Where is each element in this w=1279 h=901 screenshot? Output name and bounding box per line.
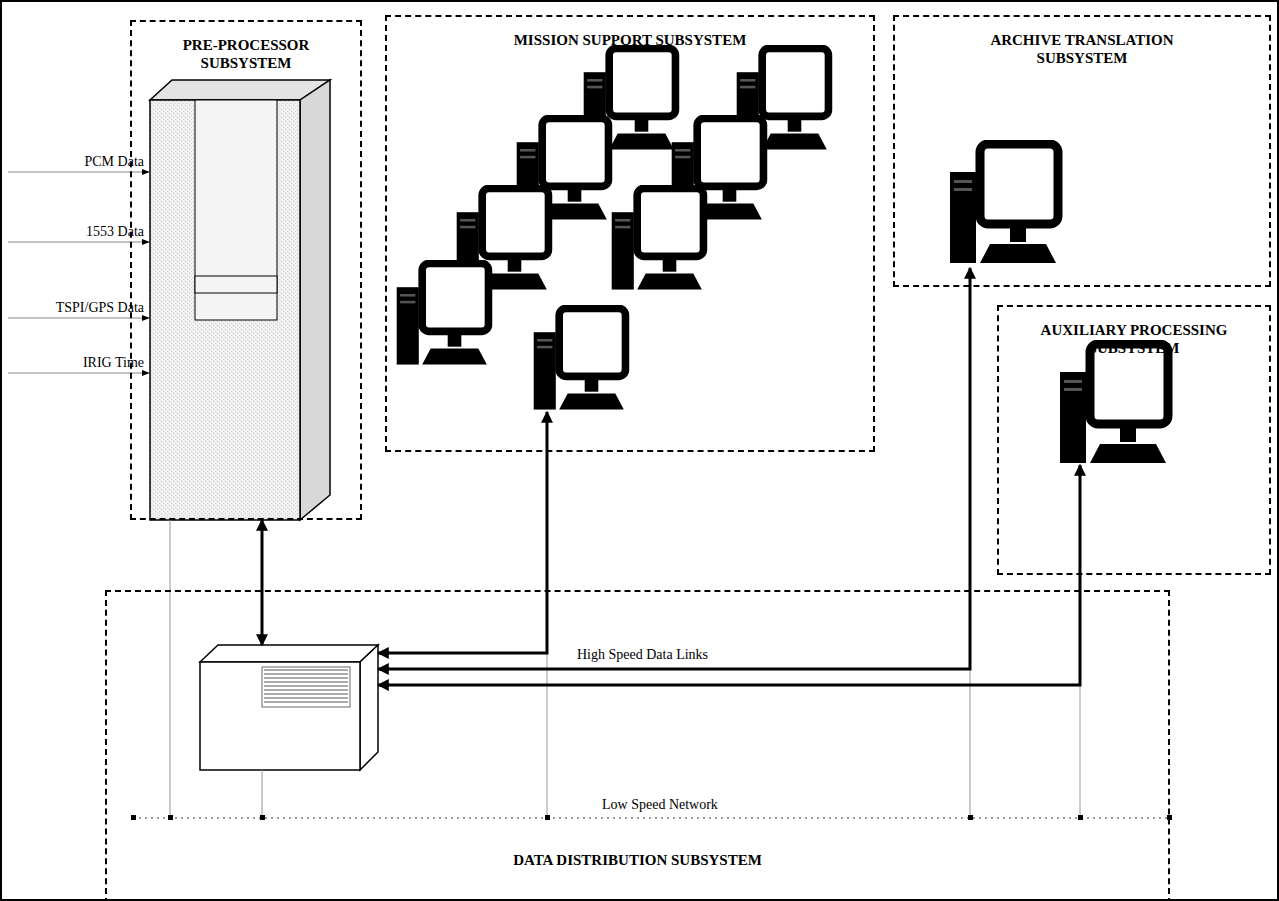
data-link xyxy=(378,465,1080,685)
signal-name: PCM Data xyxy=(83,154,147,170)
subsystem-region: MISSION SUPPORT SUBSYSTEM xyxy=(385,15,875,452)
network-label: Low Speed Network xyxy=(600,797,720,813)
signal-name: IRIG Time xyxy=(81,355,146,371)
subsystem-heading: PRE-PROCESSOR SUBSYSTEM xyxy=(146,36,346,72)
subsystem-heading: AUXILIARY PROCESSING SUBSYSTEM xyxy=(1009,321,1259,357)
subsystem-region: PRE-PROCESSOR SUBSYSTEM xyxy=(130,20,362,520)
signal-name: TSPI/GPS Data xyxy=(54,300,146,316)
input-lines xyxy=(8,172,149,373)
subsystem-region: DATA DISTRIBUTION SUBSYSTEM xyxy=(105,590,1170,901)
link-label: High Speed Data Links xyxy=(575,647,710,663)
subsystem-heading: MISSION SUPPORT SUBSYSTEM xyxy=(514,31,747,49)
archive-workstation xyxy=(950,144,1058,263)
data-link xyxy=(378,268,970,669)
auxiliary-workstation xyxy=(1060,344,1168,463)
low-speed-network xyxy=(131,268,1172,820)
subsystem-region: ARCHIVE TRANSLATION SUBSYSTEM xyxy=(893,15,1271,287)
subsystem-heading: DATA DISTRIBUTION SUBSYSTEM xyxy=(513,851,762,869)
signal-name: 1553 Data xyxy=(84,224,146,240)
distribution-hub xyxy=(200,645,378,770)
data-link xyxy=(378,412,547,653)
subsystem-region: AUXILIARY PROCESSING SUBSYSTEM xyxy=(997,305,1271,575)
pre-processor-cabinet xyxy=(150,80,330,520)
data-link xyxy=(261,520,264,645)
workstation-group xyxy=(397,48,829,409)
subsystem-heading: ARCHIVE TRANSLATION SUBSYSTEM xyxy=(967,31,1197,67)
